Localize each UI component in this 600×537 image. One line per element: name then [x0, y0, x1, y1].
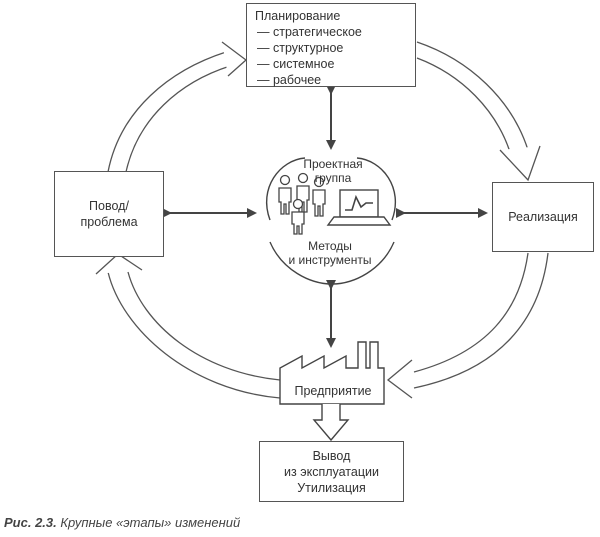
output-line-2: из эксплуатации: [284, 464, 379, 479]
planning-title: Планирование: [255, 9, 341, 23]
people-icon: [278, 172, 326, 235]
project-group-label: Проектная группа: [298, 157, 368, 185]
cycle-head-planning: [221, 41, 248, 77]
cycle-band-planning-to-realization: [416, 41, 529, 151]
project-group-line-2: группа: [314, 171, 352, 185]
methods-line-1: Методы: [308, 239, 352, 253]
arrow-enterprise-output: [312, 404, 350, 442]
planning-item-system: — системное: [257, 57, 335, 71]
output-line-1: Вывод: [312, 448, 351, 463]
realization-label: Реализация: [508, 210, 578, 224]
project-group-line-1: Проектная: [303, 157, 363, 171]
caption-text: Крупные «этапы» изменений: [60, 515, 241, 530]
cycle-head-enterprise: [386, 359, 413, 399]
planning-item-structural: — структурное: [257, 41, 344, 55]
planning-item-operational: — рабочее: [257, 73, 322, 87]
reason-line-2: проблема: [80, 215, 138, 229]
cycle-band-reason-to-planning: [107, 51, 227, 173]
laptop-icon: [326, 189, 392, 226]
reason-line-1: Повод/: [89, 199, 129, 213]
figure-caption: Рис. 2.3. Крупные «этапы» изменений: [4, 515, 240, 530]
cycle-band-enterprise-to-reason: [107, 271, 281, 399]
cycle-band-planning-to-realization-inner: [416, 57, 511, 153]
cycle-band-realization-to-enterprise-inner: [413, 252, 529, 373]
enterprise-label: Предприятие: [294, 384, 372, 398]
reason-problem-box: Повод/ проблема: [54, 171, 164, 257]
methods-line-2: и инструменты: [288, 253, 372, 267]
cycle-head-realization: [499, 145, 541, 182]
planning-item-strategic: — стратегическое: [257, 25, 362, 39]
cycle-band-reason-to-planning-inner: [125, 65, 231, 173]
methods-tools-label: Методы и инструменты: [285, 239, 375, 267]
cycle-arrows: [95, 41, 549, 399]
decommission-box: Вывод из эксплуатации Утилизация: [259, 441, 404, 502]
cycle-band-realization-to-enterprise: [413, 252, 549, 389]
caption-number: Рис. 2.3.: [4, 515, 57, 530]
connector-arrows: [162, 85, 488, 348]
realization-box: Реализация: [492, 182, 594, 252]
factory-icon: [279, 341, 385, 405]
output-line-3: Утилизация: [297, 480, 366, 495]
cycle-head-reason: [95, 253, 143, 275]
cycle-band-enterprise-to-reason-inner: [127, 271, 281, 381]
planning-box: Планирование — стратегическое — структур…: [246, 3, 416, 87]
